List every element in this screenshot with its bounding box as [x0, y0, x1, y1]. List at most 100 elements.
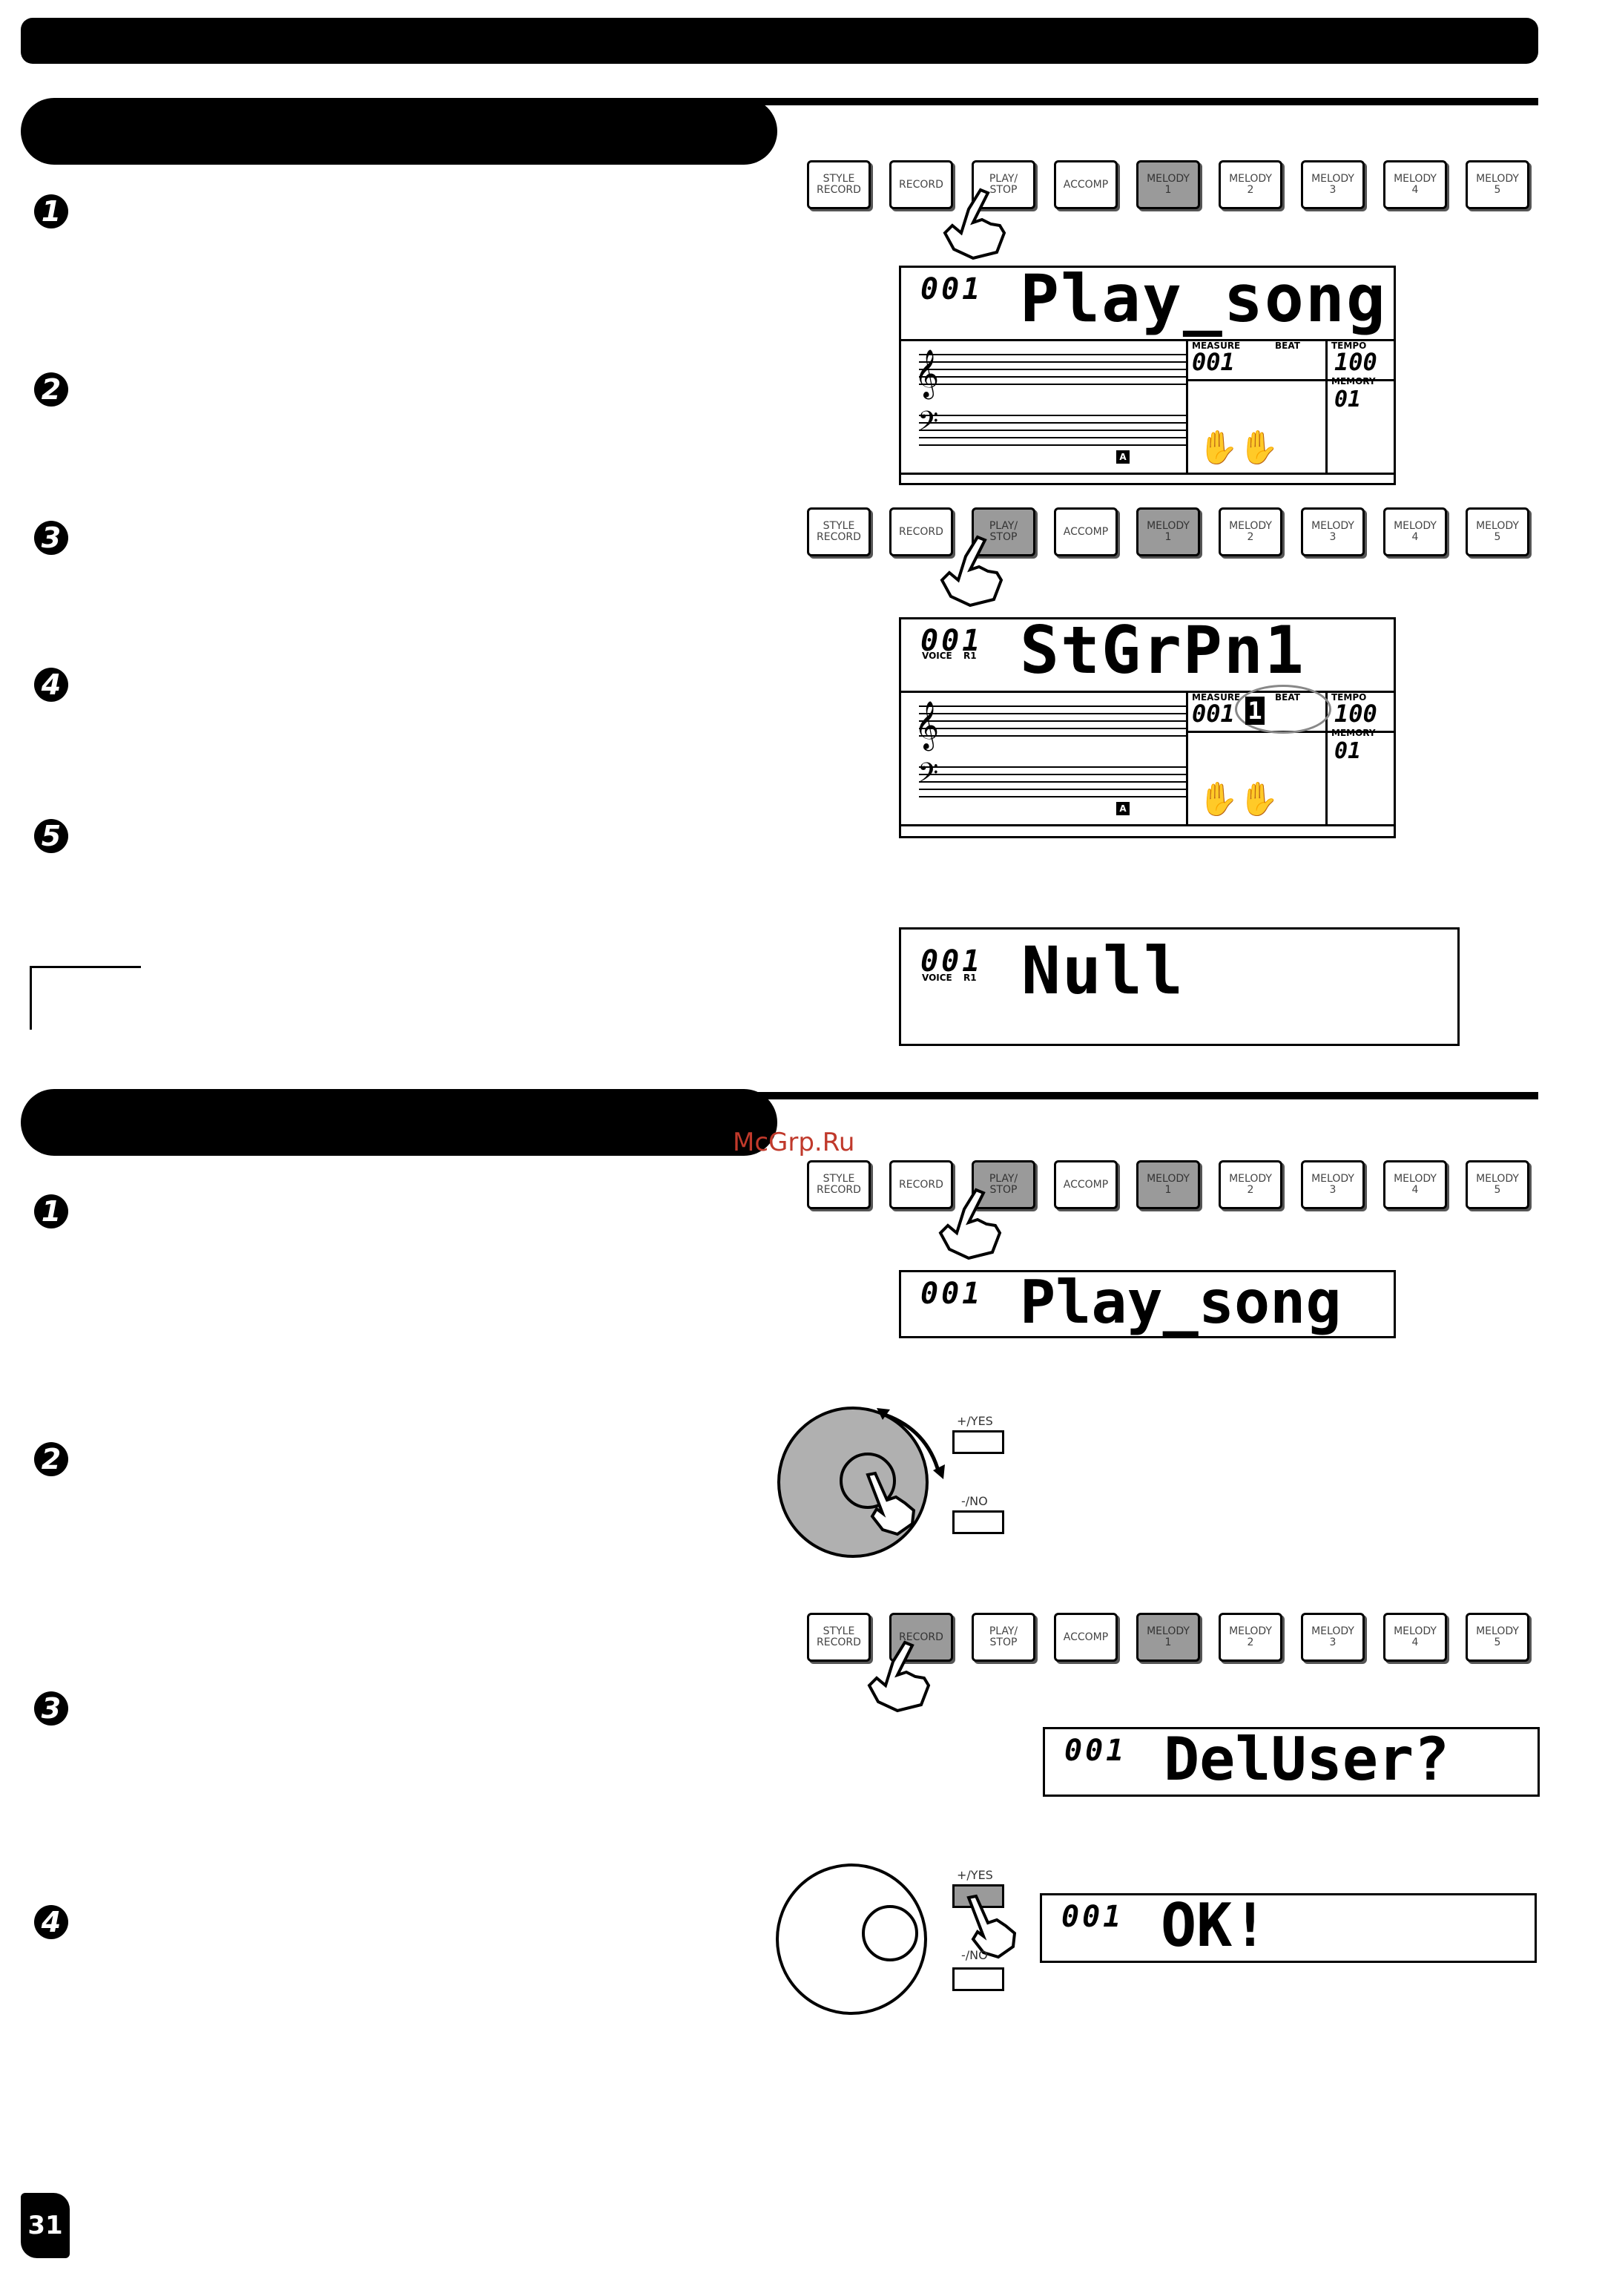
melody-3-button-3[interactable]: MELODY 3	[1301, 1160, 1365, 1209]
section-rule-1	[742, 98, 1538, 105]
hands-icon: ✋✋	[1198, 429, 1279, 467]
melody-4-button[interactable]: MELODY 4	[1383, 160, 1447, 209]
melody-1-button-3[interactable]: MELODY 1	[1136, 1160, 1200, 1209]
melody-3-button-2[interactable]: MELODY 3	[1301, 507, 1365, 556]
r1-label: R1	[963, 651, 977, 661]
step-3-marker: 3	[34, 521, 68, 555]
treble-clef-icon-2: 𝄞	[914, 701, 940, 749]
step-4-marker-b: 4	[34, 1905, 68, 1939]
no-label-2: -/NO	[961, 1948, 988, 1962]
melody-5-button-2[interactable]: MELODY 5	[1466, 507, 1529, 556]
step-2-marker: 2	[34, 372, 68, 407]
melody-2-button-2[interactable]: MELODY 2	[1219, 507, 1282, 556]
lcd-divider-h2	[1187, 379, 1395, 381]
measure-value: 001	[1192, 348, 1235, 376]
note-bracket-side	[30, 966, 32, 1030]
lcd-display-null: 001 VOICE R1 Null	[899, 927, 1460, 1046]
memory-value-2: 01	[1334, 738, 1362, 764]
style-record-button-3[interactable]: STYLE RECORD	[807, 1160, 871, 1209]
lcd-number-2: 001	[920, 624, 983, 658]
melody-4-button-3[interactable]: MELODY 4	[1383, 1160, 1447, 1209]
lcd-number: 001	[920, 272, 983, 306]
hands-icon-2: ✋✋	[1198, 780, 1279, 818]
lcd-divider-v2	[1325, 339, 1328, 473]
record-button-2[interactable]: RECORD	[889, 507, 953, 556]
step-5-marker: 5	[34, 819, 68, 853]
beat-highlight-circle	[1235, 685, 1331, 734]
panel-button-row-4: STYLE RECORD RECORD PLAY/ STOP ACCOMP ME…	[807, 1613, 1529, 1662]
melody-3-button[interactable]: MELODY 3	[1301, 160, 1365, 209]
bass-clef-icon: 𝄢	[917, 406, 939, 444]
lcd-display-stgrpn1: 001 VOICE R1 StGrPn1 𝄞 𝄢 A MEASURE BEAT …	[899, 612, 1396, 838]
melody-1-button-2[interactable]: MELODY 1	[1136, 507, 1200, 556]
melody-2-button-4[interactable]: MELODY 2	[1219, 1613, 1282, 1662]
melody-1-button-4[interactable]: MELODY 1	[1136, 1613, 1200, 1662]
staff	[919, 349, 1186, 446]
step-1-marker: 1	[34, 194, 68, 228]
staff-2	[919, 701, 1186, 797]
a-mark-2: A	[1116, 802, 1130, 815]
tempo-value: 100	[1334, 348, 1377, 376]
play-stop-button-3[interactable]: PLAY/ STOP	[972, 1160, 1035, 1209]
record-button[interactable]: RECORD	[889, 160, 953, 209]
lcd-number-3: 001	[920, 944, 983, 978]
lcd-display-ok: 001 OK!	[1040, 1891, 1537, 1963]
lcd-display-play-song-2: 001 Play_song	[899, 1268, 1396, 1338]
accomp-button-3[interactable]: ACCOMP	[1054, 1160, 1118, 1209]
record-button-3[interactable]: RECORD	[889, 1160, 953, 1209]
melody-3-button-4[interactable]: MELODY 3	[1301, 1613, 1365, 1662]
lcd-display-play-song: 001 Play_song 𝄞 𝄢 A MEASURE BEAT 001 TEM…	[899, 260, 1396, 485]
yes-label: +/YES	[957, 1414, 993, 1428]
no-button[interactable]	[952, 1510, 1004, 1534]
lcd-divider-bv	[1186, 691, 1188, 824]
melody-5-button-4[interactable]: MELODY 5	[1466, 1613, 1529, 1662]
tempo-label: TEMPO	[1331, 341, 1367, 351]
treble-clef-icon: 𝄞	[914, 349, 940, 398]
melody-4-button-2[interactable]: MELODY 4	[1383, 507, 1447, 556]
lcd-main-text-4: Play_song	[1020, 1268, 1342, 1337]
panel-button-row-3: STYLE RECORD RECORD PLAY/ STOP ACCOMP ME…	[807, 1160, 1529, 1209]
voice-label: VOICE	[922, 651, 952, 661]
pointing-hand-icon	[936, 187, 1010, 261]
page-number: 31	[21, 2193, 70, 2258]
beat-label: BEAT	[1275, 341, 1300, 351]
no-button-2[interactable]	[952, 1967, 1004, 1991]
panel-button-row-2: STYLE RECORD RECORD PLAY/ STOP ACCOMP ME…	[807, 507, 1529, 556]
lcd-divider	[901, 339, 1394, 341]
play-stop-button[interactable]: PLAY/ STOP	[972, 160, 1035, 209]
melody-2-button-3[interactable]: MELODY 2	[1219, 1160, 1282, 1209]
note-bracket-top	[30, 966, 141, 968]
melody-4-button-4[interactable]: MELODY 4	[1383, 1613, 1447, 1662]
pointing-hand-icon-2	[933, 534, 1007, 608]
accomp-button-4[interactable]: ACCOMP	[1054, 1613, 1118, 1662]
step-1-marker-b: 1	[34, 1194, 68, 1228]
melody-1-button[interactable]: MELODY 1	[1136, 160, 1200, 209]
yes-button[interactable]	[952, 1430, 1004, 1454]
accomp-button[interactable]: ACCOMP	[1054, 160, 1118, 209]
measure-value-2: 001	[1192, 700, 1235, 728]
melody-5-button[interactable]: MELODY 5	[1466, 160, 1529, 209]
top-header-bar	[21, 18, 1538, 64]
lcd-divider-bottom	[901, 473, 1394, 475]
beat-value: 1	[1245, 697, 1265, 725]
lcd-main-text-2: StGrPn1	[1020, 612, 1305, 688]
lcd-divider-b	[901, 691, 1394, 693]
style-record-button-4[interactable]: STYLE RECORD	[807, 1613, 871, 1662]
lcd-display-deluser: 001 DelUser?	[1043, 1725, 1540, 1797]
watermark: McGrp.Ru	[733, 1128, 855, 1157]
melody-5-button-3[interactable]: MELODY 5	[1466, 1160, 1529, 1209]
step-4-marker: 4	[34, 668, 68, 702]
style-record-button[interactable]: STYLE RECORD	[807, 160, 871, 209]
play-stop-button-4[interactable]: PLAY/ STOP	[972, 1613, 1035, 1662]
melody-2-button[interactable]: MELODY 2	[1219, 160, 1282, 209]
voice-label-3: VOICE	[922, 973, 952, 983]
tempo-value-2: 100	[1334, 700, 1377, 728]
style-record-button-2[interactable]: STYLE RECORD	[807, 507, 871, 556]
data-dial-2[interactable]	[771, 1859, 935, 2025]
section-rule-2	[742, 1092, 1538, 1099]
accomp-button-2[interactable]: ACCOMP	[1054, 507, 1118, 556]
panel-button-row-1: STYLE RECORD RECORD PLAY/ STOP ACCOMP ME…	[807, 160, 1529, 209]
memory-label: MEMORY	[1331, 376, 1376, 386]
lcd-divider-bbottom	[901, 824, 1394, 826]
lcd-divider-v	[1186, 339, 1188, 473]
